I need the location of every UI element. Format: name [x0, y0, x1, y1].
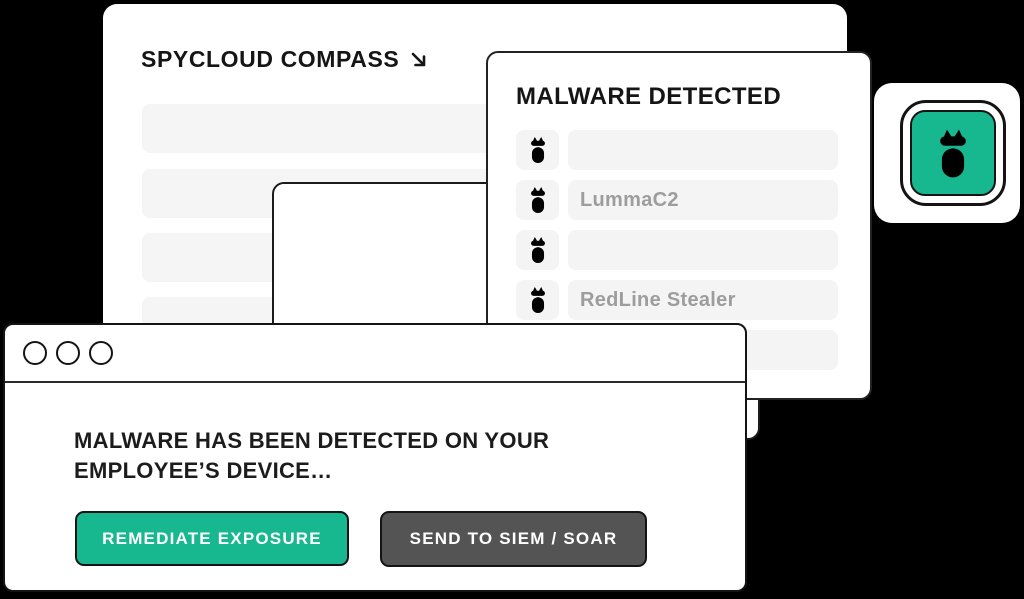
- bug-icon: [526, 237, 549, 263]
- window-control-dot[interactable]: [23, 341, 47, 365]
- compass-card-title-text: SPYCLOUD COMPASS: [141, 46, 400, 72]
- malware-alert-modal: MALWARE HAS BEEN DETECTED ON YOUR EMPLOY…: [3, 323, 747, 592]
- malware-row: RedLine Stealer: [488, 280, 870, 320]
- malware-name-field: [568, 230, 838, 270]
- malware-name-field: LummaC2: [568, 180, 838, 220]
- bug-icon-tile: [516, 280, 559, 320]
- modal-heading-line2: EMPLOYEE’S DEVICE…: [74, 458, 333, 483]
- modal-heading-line1: MALWARE HAS BEEN DETECTED ON YOUR: [74, 428, 550, 453]
- bug-icon: [932, 129, 974, 177]
- window-control-dot[interactable]: [56, 341, 80, 365]
- malware-panel-title: MALWARE DETECTED: [516, 83, 782, 110]
- bug-icon: [526, 137, 549, 163]
- bug-icon: [526, 187, 549, 213]
- bug-icon-tile: [516, 230, 559, 270]
- malware-name-field: RedLine Stealer: [568, 280, 838, 320]
- bug-badge-frame: [900, 100, 1006, 206]
- malware-row: [488, 130, 870, 170]
- malware-name-field: [568, 130, 838, 170]
- bug-icon-tile: [516, 180, 559, 220]
- modal-heading: MALWARE HAS BEEN DETECTED ON YOUR EMPLOY…: [74, 426, 549, 486]
- compass-card-title: SPYCLOUD COMPASS: [141, 46, 430, 73]
- arrow-down-right-icon: [408, 49, 430, 71]
- send-to-siem-soar-button[interactable]: SEND TO SIEM / SOAR: [380, 511, 647, 567]
- bug-icon: [526, 287, 549, 313]
- window-control-dot[interactable]: [89, 341, 113, 365]
- malware-row: LummaC2: [488, 180, 870, 220]
- bug-badge-green-tile: [910, 110, 996, 196]
- bug-badge-card: [874, 83, 1020, 223]
- modal-titlebar: [5, 325, 745, 383]
- remediate-exposure-button[interactable]: REMEDIATE EXPOSURE: [75, 511, 349, 566]
- bug-icon-tile: [516, 130, 559, 170]
- malware-row: [488, 230, 870, 270]
